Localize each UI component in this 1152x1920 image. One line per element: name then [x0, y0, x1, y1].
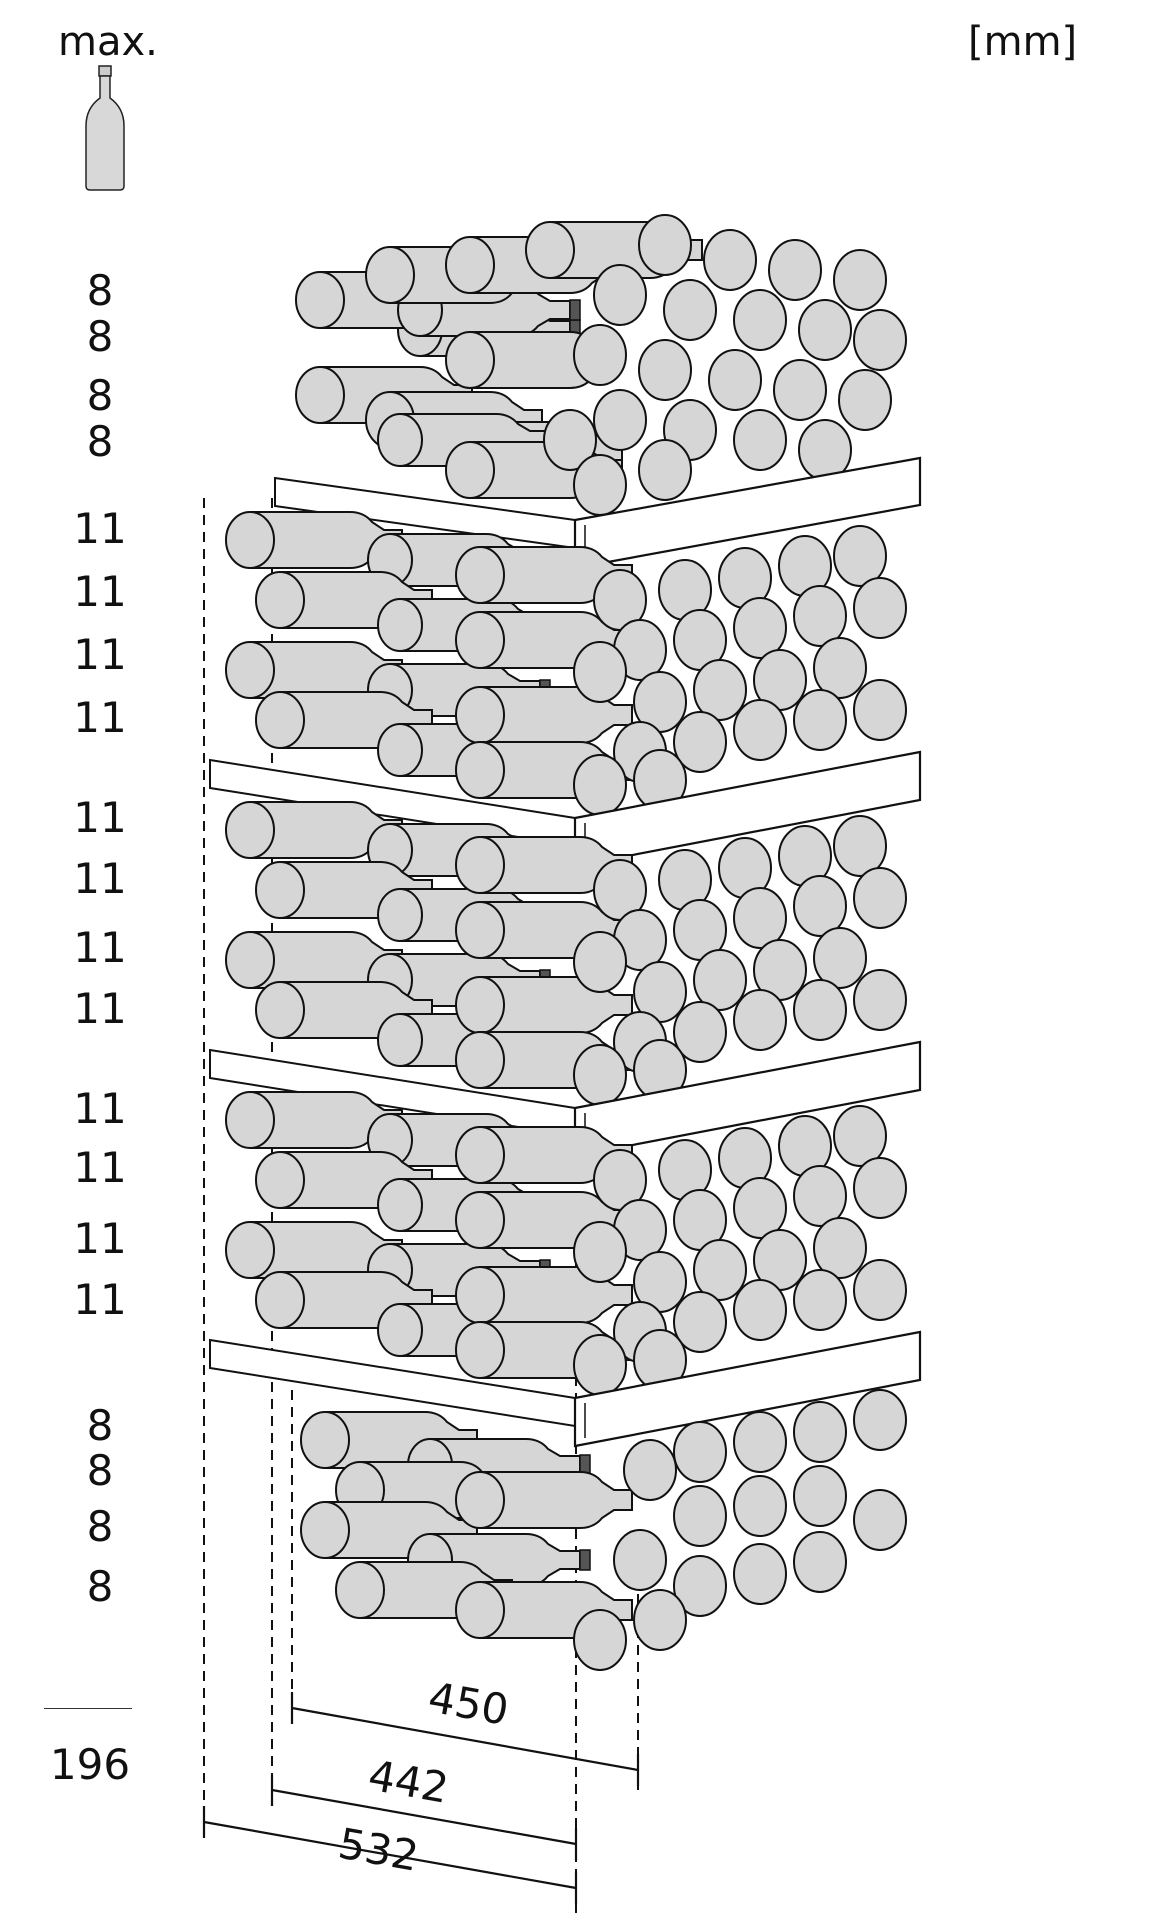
wine-bottle-icon: [85, 65, 125, 191]
shelf-count: 11: [73, 693, 127, 742]
dimension-532: 532: [335, 1819, 422, 1881]
shelf-count: 8: [86, 417, 114, 466]
dimension-450: 450: [425, 1673, 512, 1735]
shelf-count: 8: [86, 371, 114, 420]
shelf-count: 11: [73, 1084, 127, 1133]
middle-bottle-stack-1: [225, 511, 907, 816]
dimension-442: 442: [365, 1751, 452, 1813]
shelf-count: 11: [73, 1214, 127, 1263]
shelf-count: 11: [73, 504, 127, 553]
shelf-count: 11: [73, 923, 127, 972]
shelf-count: 8: [86, 1446, 114, 1495]
middle-bottle-stack-3: [225, 1091, 907, 1396]
shelf-count: 8: [86, 1401, 114, 1450]
shelf-count: 8: [86, 266, 114, 315]
total-divider: [44, 1708, 132, 1709]
shelf-count: 11: [73, 1143, 127, 1192]
shelf-count: 8: [86, 1562, 114, 1611]
shelf-count: 11: [73, 984, 127, 1033]
shelf-count: 11: [73, 793, 127, 842]
shelf-count: 11: [73, 630, 127, 679]
shelf-4: [209, 1330, 922, 1448]
unit-label: [mm]: [968, 19, 1078, 65]
shelf-count: 11: [73, 1275, 127, 1324]
shelf-count: 11: [73, 854, 127, 903]
middle-bottle-stack-2: [225, 801, 907, 1106]
max-label: max.: [58, 19, 158, 65]
shelf-count: 8: [86, 1502, 114, 1551]
shelf-count: 8: [86, 312, 114, 361]
total-count: 196: [49, 1740, 131, 1789]
shelf-count: 11: [73, 567, 127, 616]
top-bottle-stack: [295, 214, 907, 516]
